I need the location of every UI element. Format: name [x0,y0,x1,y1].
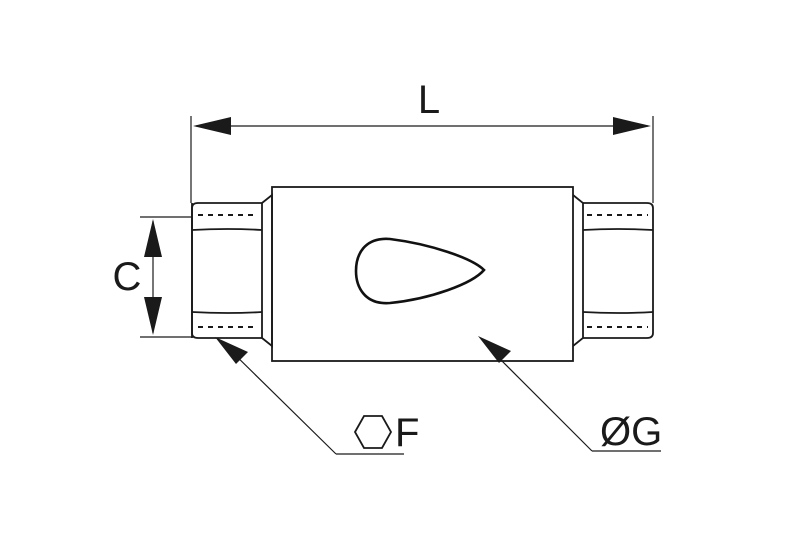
central-body [271,186,574,362]
leader-g: ØG [478,336,662,454]
label-c: C [113,255,142,299]
dimension-c: C [113,216,192,338]
label-l: L [418,78,440,122]
leader-f: F [215,337,419,455]
arrowhead-down [144,297,162,335]
arrowhead-f [215,337,248,364]
arrowhead-right [613,117,651,135]
body-outline [271,186,574,362]
label-f: F [395,411,419,455]
arrowhead-left [193,117,231,135]
arrowhead-up [144,219,162,257]
teardrop-window [354,237,486,305]
label-g: ØG [600,410,662,454]
left-hex-nut [191,193,273,348]
arrowhead-g [478,336,511,363]
right-hex-nut [572,194,654,347]
hexagon-icon [353,415,393,449]
dimension-l: L [190,78,654,203]
